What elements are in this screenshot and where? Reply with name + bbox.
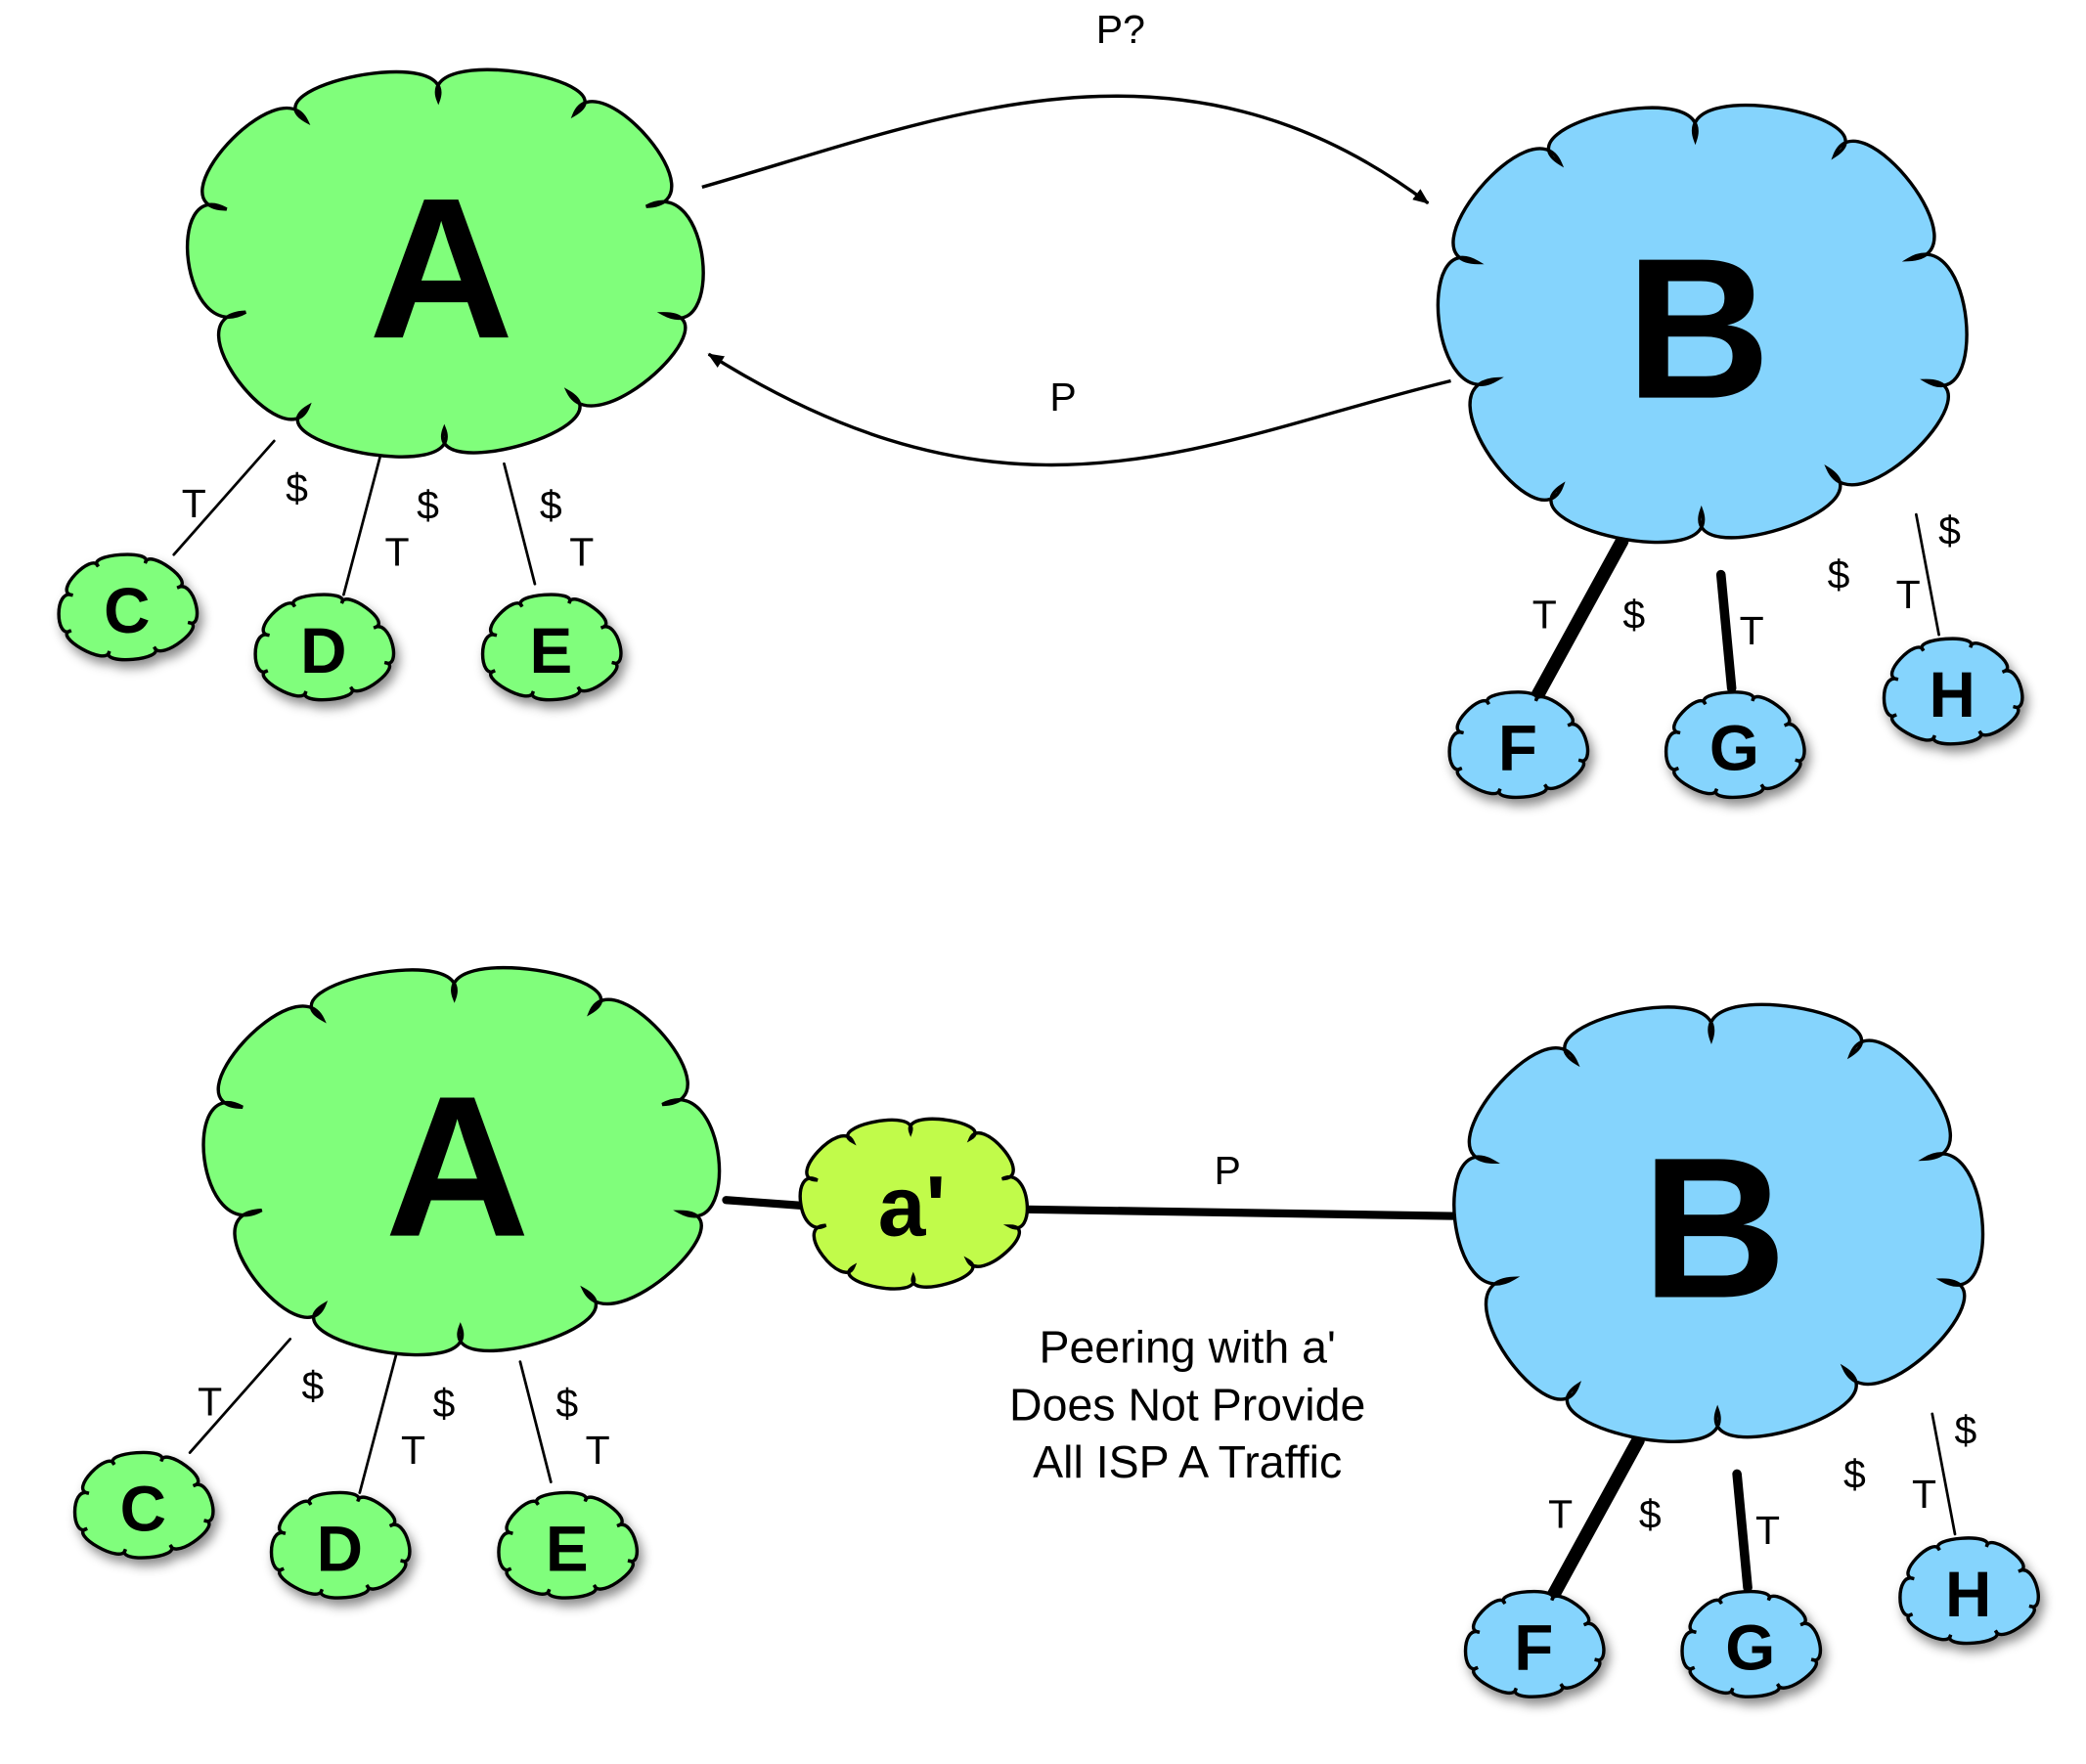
customer-e-cloud: E (497, 1490, 639, 1600)
link-b-g (1732, 1469, 1753, 1593)
link-label: T (569, 529, 594, 574)
cloud-shape (201, 966, 722, 1357)
customer-c-cloud: C (72, 1450, 215, 1560)
cloud-shape (72, 1450, 215, 1560)
links-layer (172, 94, 1957, 1602)
link-b-f (1531, 534, 1629, 702)
link-label: T (1755, 1508, 1780, 1553)
customer-c-cloud-label: C (120, 1473, 166, 1544)
customer-c-cloud: C (57, 552, 200, 662)
note-line: Does Not Provide (1009, 1379, 1365, 1430)
link-label: $ (433, 1381, 456, 1426)
customer-f-cloud: F (1447, 690, 1590, 800)
isp-b-cloud-label: B (1625, 217, 1770, 441)
a-prime-cloud-label: a' (878, 1159, 946, 1255)
link-label: $ (1955, 1407, 1977, 1452)
cloud-shape (269, 1490, 412, 1600)
link-b-h (1914, 512, 1940, 637)
link-label: $ (1622, 593, 1645, 638)
link-label: T (401, 1428, 425, 1473)
cloud-shape (57, 552, 200, 662)
link-label: T (182, 481, 206, 526)
link-aprime-b (1022, 1205, 1462, 1220)
cloud-shape (1664, 690, 1806, 800)
customer-f-cloud: F (1463, 1589, 1606, 1698)
isp-b-cloud: B (1452, 1002, 1985, 1444)
cloud-shape (798, 1117, 1030, 1291)
cloud-shape (1882, 637, 2024, 746)
link-a-c (188, 1338, 292, 1454)
note-line: Peering with a' (1039, 1322, 1335, 1373)
cloud-shape (253, 593, 396, 702)
customer-g-cloud-label: G (1725, 1611, 1775, 1683)
customer-e-cloud-label: E (529, 615, 572, 686)
customer-h-cloud: H (1898, 1536, 2040, 1646)
clouds-layer: A B C D E F G H A B C D E F G Ha' (57, 67, 2040, 1698)
customer-g-cloud: G (1664, 690, 1806, 800)
link-a-e (518, 1360, 553, 1483)
customer-h-cloud-label: H (1945, 1559, 1991, 1630)
customer-e-cloud-label: E (546, 1513, 589, 1584)
link-label: T (1532, 593, 1557, 638)
link-label: T (198, 1380, 222, 1425)
cloud-shape (480, 593, 623, 702)
link-b-h (1931, 1412, 1957, 1536)
link-a-e (503, 462, 537, 586)
customer-d-cloud-label: D (317, 1513, 363, 1584)
link-label: $ (540, 483, 562, 528)
link-label: T (1912, 1472, 1936, 1517)
customer-c-cloud-label: C (104, 575, 150, 646)
peering-label: P (1215, 1148, 1241, 1193)
customer-f-cloud-label: F (1514, 1611, 1553, 1683)
customer-d-cloud: D (253, 593, 396, 702)
arrow-label-p-question: P? (1096, 7, 1145, 52)
customer-g-cloud-label: G (1709, 713, 1759, 784)
customer-d-cloud-label: D (300, 615, 346, 686)
isp-a-cloud-label: A (369, 156, 513, 380)
note-line: All ISP A Traffic (1033, 1436, 1342, 1487)
link-label: T (1548, 1491, 1573, 1536)
cloud-shape (185, 67, 705, 459)
link-label: T (586, 1428, 610, 1473)
customer-g-cloud: G (1680, 1589, 1822, 1698)
cloud-shape (1898, 1536, 2040, 1646)
cloud-shape (1463, 1589, 1606, 1698)
link-b-g (1715, 569, 1737, 693)
isp-b-cloud: B (1436, 103, 1969, 545)
customer-h-cloud-label: H (1930, 659, 1975, 730)
link-label: T (1740, 608, 1764, 653)
link-label: $ (1843, 1451, 1866, 1496)
link-label: T (1896, 572, 1921, 617)
arrow-label-p: P (1049, 375, 1076, 419)
link-b-f (1546, 1433, 1645, 1602)
link-label: $ (417, 483, 439, 528)
link-label: $ (286, 465, 308, 510)
link-label: T (385, 529, 410, 574)
customer-e-cloud: E (480, 593, 623, 702)
cloud-shape (1680, 1589, 1822, 1698)
cloud-shape (497, 1490, 639, 1600)
isp-a-cloud: A (201, 966, 722, 1357)
link-label: $ (302, 1363, 325, 1408)
cloud-shape (1436, 103, 1969, 545)
link-label: $ (1828, 552, 1850, 597)
link-a-aprime (722, 1196, 804, 1210)
cloud-shape (1452, 1002, 1985, 1444)
isp-a-cloud-label: A (385, 1055, 530, 1279)
arrow-a-to-b (701, 94, 1430, 205)
customer-d-cloud: D (269, 1490, 412, 1600)
link-label: $ (555, 1381, 578, 1426)
customer-h-cloud: H (1882, 637, 2024, 746)
link-label: $ (1938, 508, 1961, 553)
cloud-shape (1447, 690, 1590, 800)
a-prime-cloud: a' (798, 1117, 1030, 1291)
isp-a-cloud: A (185, 67, 705, 459)
link-label: $ (1639, 1491, 1662, 1536)
link-a-c (172, 439, 276, 556)
isp-b-cloud-label: B (1642, 1116, 1787, 1340)
arrow-b-to-a (707, 352, 1451, 467)
customer-f-cloud-label: F (1498, 713, 1537, 784)
